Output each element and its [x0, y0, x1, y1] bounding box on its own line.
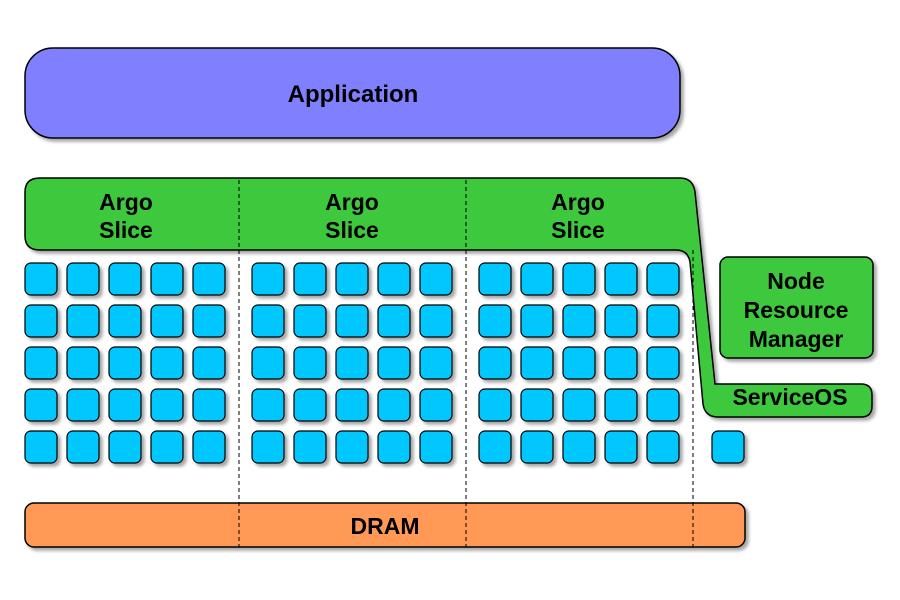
core-slice-3-r4-c2	[520, 388, 554, 422]
node-resource-manager-line2: Resource	[744, 297, 849, 323]
core-slice-2-r5-c5	[419, 430, 453, 464]
core-slice-2-r4-c4	[377, 388, 411, 422]
core-slice-3-r2-c2	[520, 304, 554, 338]
core-slice-1-r2-c2	[66, 304, 100, 338]
core-slice-2-r1-c2	[293, 262, 327, 296]
service-os-label: ServiceOS	[732, 384, 847, 410]
core-slice-1-r2-c4	[150, 304, 184, 338]
argo-slice-2-line1: Argo	[325, 189, 379, 215]
core-slice-2-r1-c5	[419, 262, 453, 296]
core-slice-2-r2-c1	[251, 304, 285, 338]
argo-slice-1-line1: Argo	[99, 189, 153, 215]
core-slice-2-r4-c2	[293, 388, 327, 422]
argo-slice-2: Argo Slice	[325, 189, 379, 243]
core-slice-2-r2-c3	[335, 304, 369, 338]
core-slice-1-r5-c3	[108, 430, 142, 464]
dram-label: DRAM	[351, 513, 420, 539]
core-slice-1-r4-c5	[192, 388, 226, 422]
core-slice-2-r3-c4	[377, 346, 411, 380]
core-grid	[24, 262, 745, 464]
core-slice-2-r2-c4	[377, 304, 411, 338]
core-slice-1-r1-c3	[108, 262, 142, 296]
core-slice-3-r4-c3	[562, 388, 596, 422]
core-slice-3-r3-c2	[520, 346, 554, 380]
core-slice-3-r4-c5	[646, 388, 680, 422]
core-slice-2-r1-c1	[251, 262, 285, 296]
application-label: Application	[288, 81, 419, 108]
core-slice-3-r5-c5	[646, 430, 680, 464]
application-block: Application	[24, 47, 681, 139]
core-slice-3-r5-c3	[562, 430, 596, 464]
core-slice-3-r1-c5	[646, 262, 680, 296]
core-slice-3-r3-c5	[646, 346, 680, 380]
core-slice-2-r2-c5	[419, 304, 453, 338]
core-slice-2-r3-c3	[335, 346, 369, 380]
core-slice-1-r5-c2	[66, 430, 100, 464]
core-slice-3-r5-c1	[478, 430, 512, 464]
core-slice-1-r5-c4	[150, 430, 184, 464]
core-slice-3-r5-c4	[604, 430, 638, 464]
core-slice-2-r1-c3	[335, 262, 369, 296]
core-slice-1-r1-c1	[24, 262, 58, 296]
core-slice-2-r1-c4	[377, 262, 411, 296]
core-slice-3-r1-c1	[478, 262, 512, 296]
core-slice-1-r3-c3	[108, 346, 142, 380]
core-slice-1-r3-c5	[192, 346, 226, 380]
core-slice-1-r4-c4	[150, 388, 184, 422]
core-slice-1-r2-c3	[108, 304, 142, 338]
core-slice-1-r1-c5	[192, 262, 226, 296]
core-slice-3-r1-c4	[604, 262, 638, 296]
core-slice-1-r4-c3	[108, 388, 142, 422]
core-slice-1-r1-c2	[66, 262, 100, 296]
core-slice-1-r5-c1	[24, 430, 58, 464]
core-slice-3-r2-c1	[478, 304, 512, 338]
argo-slice-3-line2: Slice	[551, 217, 605, 243]
service-os-core	[711, 430, 745, 464]
argo-slice-3: Argo Slice	[551, 189, 605, 243]
core-slice-1-r3-c1	[24, 346, 58, 380]
dram-block: DRAM	[24, 502, 746, 548]
core-slice-2-r3-c5	[419, 346, 453, 380]
core-slice-3-r4-c1	[478, 388, 512, 422]
core-slice-1-r3-c2	[66, 346, 100, 380]
core-slice-3-r2-c4	[604, 304, 638, 338]
core-slice-3-r3-c3	[562, 346, 596, 380]
core-slice-2-r4-c1	[251, 388, 285, 422]
node-resource-manager-line3: Manager	[749, 326, 844, 352]
core-slice-3-r5-c2	[520, 430, 554, 464]
argo-slice-1: Argo Slice	[99, 189, 153, 243]
core-slice-3-r4-c4	[604, 388, 638, 422]
core-slice-1-r1-c4	[150, 262, 184, 296]
core-slice-2-r5-c3	[335, 430, 369, 464]
core-slice-1-r4-c2	[66, 388, 100, 422]
core-slice-1-r2-c1	[24, 304, 58, 338]
core-slice-3-r1-c2	[520, 262, 554, 296]
core-slice-2-r4-c5	[419, 388, 453, 422]
core-slice-1-r2-c5	[192, 304, 226, 338]
argo-slice-1-line2: Slice	[99, 217, 153, 243]
core-slice-3-r1-c3	[562, 262, 596, 296]
core-slice-2-r4-c3	[335, 388, 369, 422]
argo-slice-2-line2: Slice	[325, 217, 379, 243]
core-slice-3-r2-c5	[646, 304, 680, 338]
core-slice-3-r2-c3	[562, 304, 596, 338]
core-slice-2-r3-c2	[293, 346, 327, 380]
argo-slice-3-line1: Argo	[551, 189, 605, 215]
core-slice-2-r3-c1	[251, 346, 285, 380]
node-resource-manager-line1: Node	[767, 268, 825, 294]
node-resource-manager-block: Node Resource Manager	[719, 256, 874, 359]
core-slice-2-r2-c2	[293, 304, 327, 338]
core-slice-3-r3-c4	[604, 346, 638, 380]
core-slice-1-r4-c1	[24, 388, 58, 422]
slice-separators	[238, 180, 694, 547]
core-slice-1-r3-c4	[150, 346, 184, 380]
core-slice-2-r5-c2	[293, 430, 327, 464]
argo-slices-band	[24, 177, 873, 418]
core-slice-2-r5-c4	[377, 430, 411, 464]
core-slice-3-r3-c1	[478, 346, 512, 380]
core-slice-2-r5-c1	[251, 430, 285, 464]
core-slice-1-r5-c5	[192, 430, 226, 464]
